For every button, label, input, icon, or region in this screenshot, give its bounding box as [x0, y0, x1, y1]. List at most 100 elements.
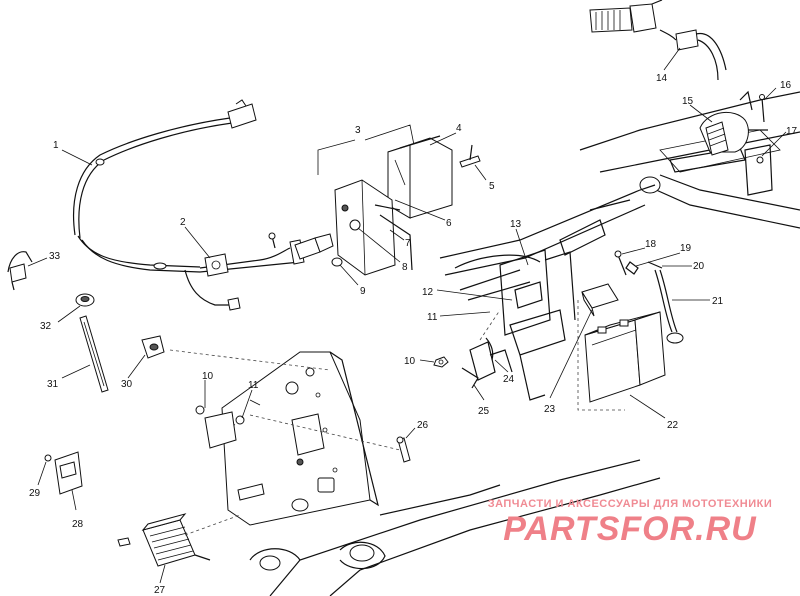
battery-bracket: [499, 249, 576, 401]
callout-9: 9: [339, 264, 366, 297]
battery-cover: [581, 283, 619, 317]
headlight-assembly: [317, 124, 481, 276]
clip-30: [141, 335, 165, 359]
svg-text:24: 24: [503, 374, 515, 385]
svg-text:8: 8: [402, 262, 408, 273]
battery-bolts: [614, 250, 639, 276]
callout-28: 28: [71, 489, 84, 530]
svg-text:28: 28: [72, 519, 84, 530]
grommet-32: [75, 293, 95, 307]
callout-24: 24: [494, 359, 515, 385]
callout-11b: 11: [241, 380, 259, 419]
svg-text:6: 6: [446, 218, 452, 229]
svg-text:22: 22: [667, 420, 679, 431]
frame-tube: [439, 184, 656, 301]
callout-33: 33: [27, 251, 61, 267]
callout-2: 2: [180, 217, 211, 259]
svg-text:11: 11: [427, 312, 438, 323]
callout-30: 30: [121, 354, 146, 390]
svg-text:25: 25: [478, 406, 490, 417]
callout-18: 18: [621, 239, 657, 255]
callout-20: 20: [662, 261, 705, 272]
svg-text:23: 23: [544, 404, 556, 415]
watermark: ЗАПЧАСТИ И АКСЕССУАРЫ ДЛЯ МОТОТЕХНИКИ PA…: [470, 498, 790, 548]
leader-lines: [169, 300, 625, 536]
svg-text:20: 20: [693, 261, 705, 272]
svg-text:18: 18: [645, 239, 657, 250]
svg-text:13: 13: [510, 219, 522, 230]
callout-1: 1: [53, 140, 93, 166]
svg-text:3: 3: [355, 125, 361, 136]
svg-text:31: 31: [47, 379, 59, 390]
callout-6: 6: [394, 199, 452, 229]
svg-text:19: 19: [680, 243, 692, 254]
battery: [584, 311, 666, 403]
bolt-26: [396, 436, 411, 463]
voltage-regulator: [117, 513, 211, 567]
svg-text:12: 12: [422, 287, 434, 298]
callout-10b: 10: [202, 371, 214, 408]
handlebar-switch: [589, 0, 727, 81]
control-module: [195, 405, 245, 449]
wiring-harness: [72, 99, 305, 311]
battery-cable: [647, 261, 684, 344]
svg-text:10: 10: [404, 356, 416, 367]
watermark-caption: ЗАПЧАСТИ И АКСЕССУАРЫ ДЛЯ МОТОТЕХНИКИ: [487, 498, 773, 510]
nut-10: [433, 356, 449, 368]
callout-23: 23: [544, 309, 593, 415]
horn: [699, 90, 768, 156]
callout-13: 13: [510, 219, 529, 266]
small-brackets: [461, 337, 513, 389]
callout-17: 17: [761, 126, 798, 157]
svg-text:15: 15: [682, 96, 694, 107]
svg-text:17: 17: [786, 126, 798, 137]
callout-8: 8: [357, 227, 408, 273]
callout-25: 25: [473, 384, 490, 417]
svg-text:14: 14: [656, 73, 668, 84]
svg-text:32: 32: [40, 321, 52, 332]
callout-3: 3: [355, 125, 361, 136]
svg-text:33: 33: [49, 251, 61, 262]
callout-5: 5: [474, 164, 495, 192]
callout-29: 29: [29, 461, 47, 499]
svg-text:9: 9: [360, 286, 366, 297]
callout-31: 31: [47, 364, 91, 390]
svg-text:26: 26: [417, 420, 429, 431]
callout-15: 15: [682, 96, 713, 123]
headlight-plug: [294, 233, 334, 260]
fuse-holder: [44, 451, 83, 495]
callout-11a: 11: [427, 311, 491, 323]
svg-text:16: 16: [780, 80, 792, 91]
watermark-logo: PARTSFOR.RU: [503, 510, 757, 548]
callout-16: 16: [763, 80, 792, 101]
callout-4: 4: [429, 123, 462, 146]
svg-text:30: 30: [121, 379, 133, 390]
svg-text:7: 7: [405, 238, 411, 249]
callout-19: 19: [635, 243, 692, 267]
harness-connector: [204, 253, 229, 277]
svg-text:5: 5: [489, 181, 495, 192]
callout-32: 32: [40, 305, 81, 332]
callout-22: 22: [629, 394, 679, 431]
cable-tie: [79, 315, 109, 393]
svg-text:2: 2: [180, 217, 186, 228]
svg-text:4: 4: [456, 123, 462, 134]
svg-text:1: 1: [53, 140, 59, 151]
horn-bolts: [756, 94, 765, 164]
svg-text:21: 21: [712, 296, 724, 307]
connector-33: [7, 251, 33, 291]
svg-text:29: 29: [29, 488, 41, 499]
callout-10a: 10: [404, 356, 435, 367]
svg-text:27: 27: [154, 585, 166, 596]
callout-21: 21: [672, 296, 724, 307]
mounting-plate: [221, 351, 379, 526]
callout-7: 7: [389, 229, 411, 249]
callout-14: 14: [656, 47, 681, 84]
callout-27: 27: [154, 564, 166, 596]
callout-12: 12: [422, 287, 513, 301]
frame-upper: [579, 91, 800, 229]
callout-26: 26: [405, 420, 429, 439]
svg-text:10: 10: [202, 371, 214, 382]
svg-text:11: 11: [248, 380, 259, 391]
